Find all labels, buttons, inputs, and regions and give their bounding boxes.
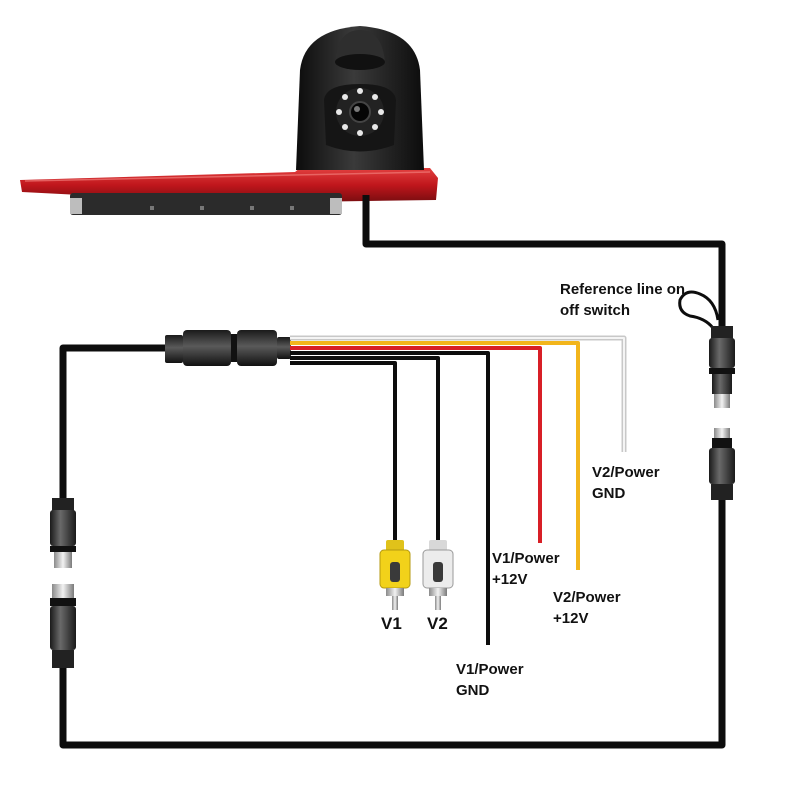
label-v2-power-12v-1: V2/Power (553, 589, 621, 606)
label-v1-power-12v-2: +12V (492, 571, 528, 588)
label-reference-line: Reference line on off switch (560, 279, 685, 321)
label-reference-line-1: Reference line on (560, 281, 686, 298)
mounting-bracket (70, 193, 342, 215)
brake-light-camera (20, 26, 438, 215)
label-v1-power-gnd-1: V1/Power (456, 661, 524, 678)
label-v2-power-12v-2: +12V (553, 610, 589, 627)
wire-v1-video (290, 361, 397, 542)
label-v1: V1 (381, 614, 402, 633)
wire-v2-gnd (290, 335, 627, 452)
label-v1-power-gnd-2: GND (456, 682, 490, 699)
wire-v1-gnd (290, 351, 490, 645)
label-v1-power-12v-1: V1/Power (492, 550, 560, 567)
right-aviation-connector-top (709, 326, 735, 408)
right-aviation-connector-bottom (709, 428, 735, 500)
label-reference-line-2: off switch (560, 302, 630, 319)
reference-line (678, 290, 720, 329)
camera-cable (59, 195, 726, 749)
left-aviation-connector-top (50, 498, 76, 568)
wire-v2-video (290, 356, 440, 542)
label-v1-power-gnd: V1/Power GND (456, 659, 524, 701)
label-v2-power-gnd-1: V2/Power (592, 464, 660, 481)
wire-v2-12v (290, 341, 580, 570)
label-v2-power-12v: V2/Power +12V (553, 587, 621, 629)
rca-plug-v1 (379, 540, 411, 610)
label-v2-power-gnd-2: GND (592, 485, 626, 502)
breakout-wires (290, 335, 627, 645)
label-v2: V2 (427, 614, 448, 633)
breakout-connector (165, 330, 291, 366)
rca-plug-v2 (422, 540, 454, 610)
label-v1-power-12v: V1/Power +12V (492, 548, 560, 590)
ir-led-ring (336, 88, 384, 136)
label-v2-power-gnd: V2/Power GND (592, 462, 660, 504)
wire-v1-12v (290, 346, 542, 543)
left-aviation-connector-bottom (50, 584, 76, 668)
